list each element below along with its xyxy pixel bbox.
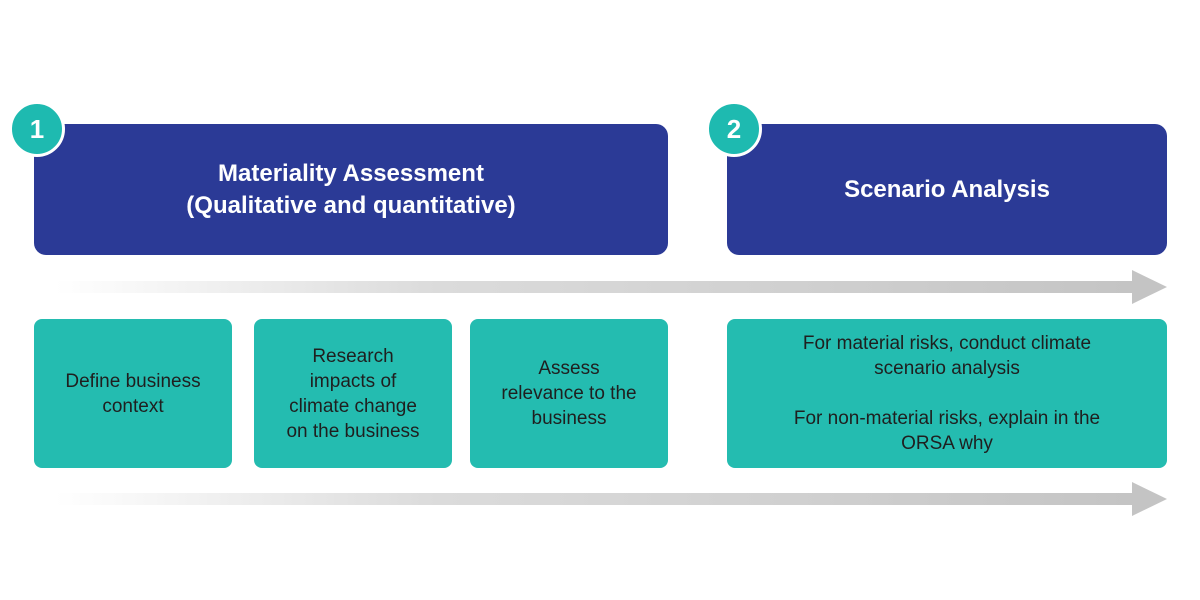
- step-scenario-analysis-details: For material risks, conduct climate scen…: [727, 319, 1167, 468]
- phase-2-number-badge: 2: [706, 101, 762, 157]
- step-3-line-1: Assess: [538, 358, 600, 379]
- scenario-para-2-line-1: For non-material risks, explain in the: [793, 408, 1101, 429]
- scenario-para-1-line-1: For material risks, conduct climate: [802, 333, 1092, 354]
- step-1-line-2: context: [102, 395, 164, 417]
- step-define-business-context: Define business context: [34, 319, 232, 468]
- phase-2-title: Scenario Analysis: [844, 175, 1050, 203]
- step-2-line-4: on the business: [286, 420, 420, 442]
- step-3-line-3: business: [531, 408, 607, 429]
- scenario-para-2-line-2: ORSA why: [901, 433, 993, 454]
- timeline-arrow-lower: [55, 482, 1167, 516]
- step-2-line-2: impacts of: [309, 370, 397, 392]
- phase-1-header: Materiality Assessment (Qualitative and …: [34, 124, 668, 255]
- phase-1-title-line-2: (Qualitative and quantitative): [186, 191, 516, 219]
- phase-1-title-line-1: Materiality Assessment: [218, 159, 484, 187]
- phase-2-header: Scenario Analysis: [727, 124, 1167, 255]
- step-2-line-1: Research: [312, 345, 394, 367]
- step-3-line-2: relevance to the: [501, 383, 637, 404]
- timeline-arrow-upper: [55, 270, 1167, 304]
- step-2-line-3: climate change: [289, 395, 417, 417]
- phase-1-number-badge: 1: [9, 101, 65, 157]
- step-research-impacts: Research impacts of climate change on th…: [254, 319, 452, 468]
- scenario-para-1-line-2: scenario analysis: [874, 358, 1020, 379]
- step-assess-relevance: Assess relevance to the business: [470, 319, 668, 468]
- step-1-line-1: Define business: [65, 370, 201, 392]
